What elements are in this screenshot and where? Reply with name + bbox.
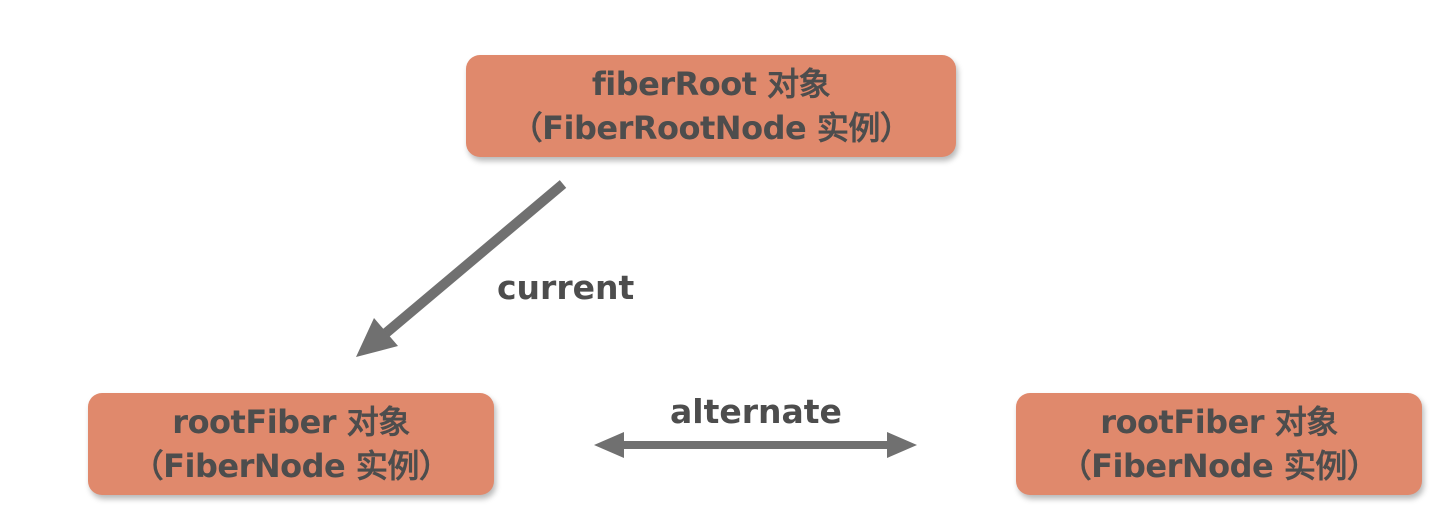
root-fiber-left-subtitle: （FiberNode 实例） — [131, 447, 451, 485]
current-edge-label: current — [497, 268, 635, 307]
root-fiber-node-left: rootFiber 对象 （FiberNode 实例） — [88, 393, 494, 495]
current-arrow — [356, 180, 567, 357]
root-fiber-node-right: rootFiber 对象 （FiberNode 实例） — [1016, 393, 1422, 495]
root-fiber-right-subtitle: （FiberNode 实例） — [1059, 447, 1379, 485]
root-fiber-right-title: rootFiber 对象 — [1100, 403, 1338, 441]
alternate-edge-label: alternate — [670, 392, 842, 431]
fiber-root-node: fiberRoot 对象 （FiberRootNode 实例） — [466, 55, 956, 157]
fiber-root-subtitle: （FiberRootNode 实例） — [510, 109, 912, 147]
root-fiber-left-title: rootFiber 对象 — [172, 403, 410, 441]
fiber-root-title: fiberRoot 对象 — [591, 65, 831, 103]
alternate-arrow — [594, 432, 917, 458]
